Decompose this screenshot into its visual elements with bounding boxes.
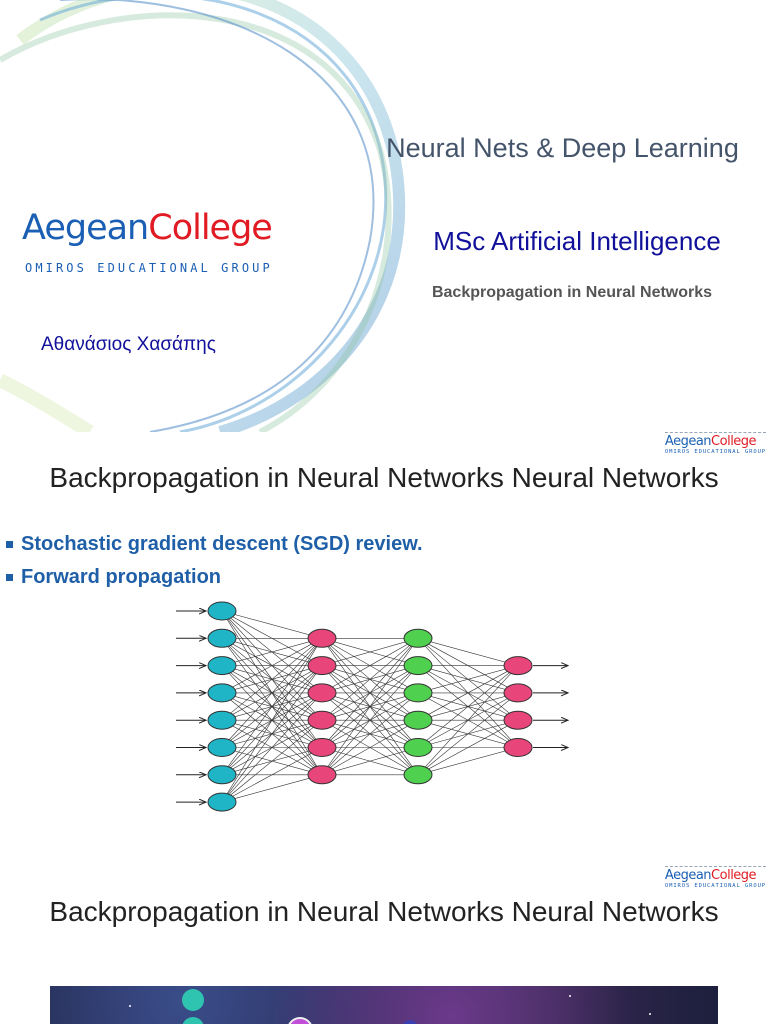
bullet-item: Forward propagation — [6, 561, 423, 594]
mini-logo-tagline: OMIROS EDUCATIONAL GROUP — [664, 449, 766, 455]
connection-edge — [321, 638, 419, 775]
hidden-node-layer2 — [403, 628, 433, 648]
connection-edge — [417, 692, 519, 776]
input-node — [207, 765, 237, 785]
mini-logo-aegean: Aegean — [664, 434, 712, 449]
author-name: Αθανάσιος Χασάπης — [41, 334, 216, 355]
connection-edge — [221, 610, 323, 639]
course-title: Neural Nets & Deep Learning — [386, 133, 739, 163]
slide-title: Backpropagation in Neural Networks Neura… — [49, 896, 719, 927]
connection-edge — [221, 719, 323, 803]
space-background-image — [50, 986, 718, 1024]
hidden-node-layer2 — [403, 710, 433, 730]
content-slide-forward-propagation: AegeanCollege OMIROS EDUCATIONAL GROUP B… — [0, 432, 768, 864]
lecture-subtitle: Backpropagation in Neural Networks — [431, 284, 713, 301]
hidden-node-layer2 — [403, 683, 433, 703]
title-slide: AegeanCollege OMIROS EDUCATIONAL GROUP Α… — [0, 0, 768, 432]
connection-edge — [221, 774, 323, 803]
content-slide-partial: AegeanCollege OMIROS EDUCATIONAL GROUP B… — [0, 864, 768, 1024]
decorative-swirl — [0, 0, 406, 432]
connection-edge — [321, 638, 419, 666]
connection-edge — [221, 692, 323, 803]
neural-network-diagram — [176, 601, 574, 812]
input-node — [207, 656, 237, 676]
output-node — [503, 738, 533, 757]
program-name: MSc Artificial Intelligence — [433, 226, 721, 256]
input-node — [207, 710, 237, 730]
logo-tagline: OMIROS EDUCATIONAL GROUP — [25, 261, 273, 275]
bullet-text: Stochastic gradient descent (SGD) review… — [21, 533, 423, 555]
connection-edge — [221, 638, 323, 721]
input-node — [207, 792, 237, 812]
connection-edge — [321, 638, 419, 721]
connection-edge — [221, 665, 323, 803]
connection-edge — [417, 638, 519, 666]
slide-title: Backpropagation in Neural Networks Neura… — [49, 462, 719, 493]
hidden-node-layer1 — [307, 765, 337, 785]
mini-logo-aegean: Aegean — [664, 868, 712, 883]
connection-edge — [417, 719, 519, 776]
mini-logo-college: College — [711, 868, 757, 883]
input-node — [207, 683, 237, 703]
image-nodes-preview — [129, 989, 651, 1024]
bullet-text: Forward propagation — [21, 566, 221, 588]
aegean-college-mini-logo: AegeanCollege OMIROS EDUCATIONAL GROUP — [664, 866, 766, 889]
connection-edge — [321, 719, 419, 776]
connection-edge — [221, 638, 323, 803]
hidden-node-layer1 — [307, 656, 337, 676]
mini-logo-college: College — [711, 434, 757, 449]
hidden-node-layer2 — [403, 765, 433, 785]
connection-edge — [221, 638, 323, 694]
connection-edge — [417, 665, 519, 748]
input-node — [207, 628, 237, 648]
connection-edge — [417, 665, 519, 721]
connection-edge — [321, 638, 419, 748]
hidden-node-layer2 — [403, 738, 433, 757]
connection-edge — [221, 638, 323, 775]
connection-edge — [321, 692, 419, 776]
input-node — [207, 601, 237, 621]
input-node — [207, 738, 237, 757]
bullet-list: Stochastic gradient descent (SGD) review… — [6, 528, 423, 594]
aegean-college-mini-logo: AegeanCollege OMIROS EDUCATIONAL GROUP — [664, 432, 766, 455]
connection-edge — [417, 665, 519, 694]
aegean-college-logo: AegeanCollege — [22, 208, 273, 248]
connection-edge — [321, 638, 419, 694]
bullet-square-icon — [6, 574, 13, 581]
connection-edge — [321, 665, 419, 775]
hidden-node-layer2 — [403, 656, 433, 676]
connection-edge — [321, 747, 419, 776]
output-node — [503, 710, 533, 730]
connection-edge — [417, 747, 519, 776]
connection-edge — [221, 638, 323, 666]
hidden-node-layer1 — [307, 738, 337, 757]
logo-text-aegean: Aegean — [22, 208, 149, 248]
mini-logo-tagline: OMIROS EDUCATIONAL GROUP — [664, 883, 766, 889]
output-node — [503, 656, 533, 676]
logo-text-college: College — [148, 208, 273, 248]
bullet-item: Stochastic gradient descent (SGD) review… — [6, 528, 423, 561]
connection-edge — [221, 638, 323, 748]
connection-edge — [417, 665, 519, 776]
hidden-node-layer1 — [307, 683, 337, 703]
hidden-node-layer1 — [307, 628, 337, 648]
output-node — [503, 683, 533, 703]
bullet-square-icon — [6, 541, 13, 548]
connection-edge — [221, 747, 323, 803]
hidden-node-layer1 — [307, 710, 337, 730]
